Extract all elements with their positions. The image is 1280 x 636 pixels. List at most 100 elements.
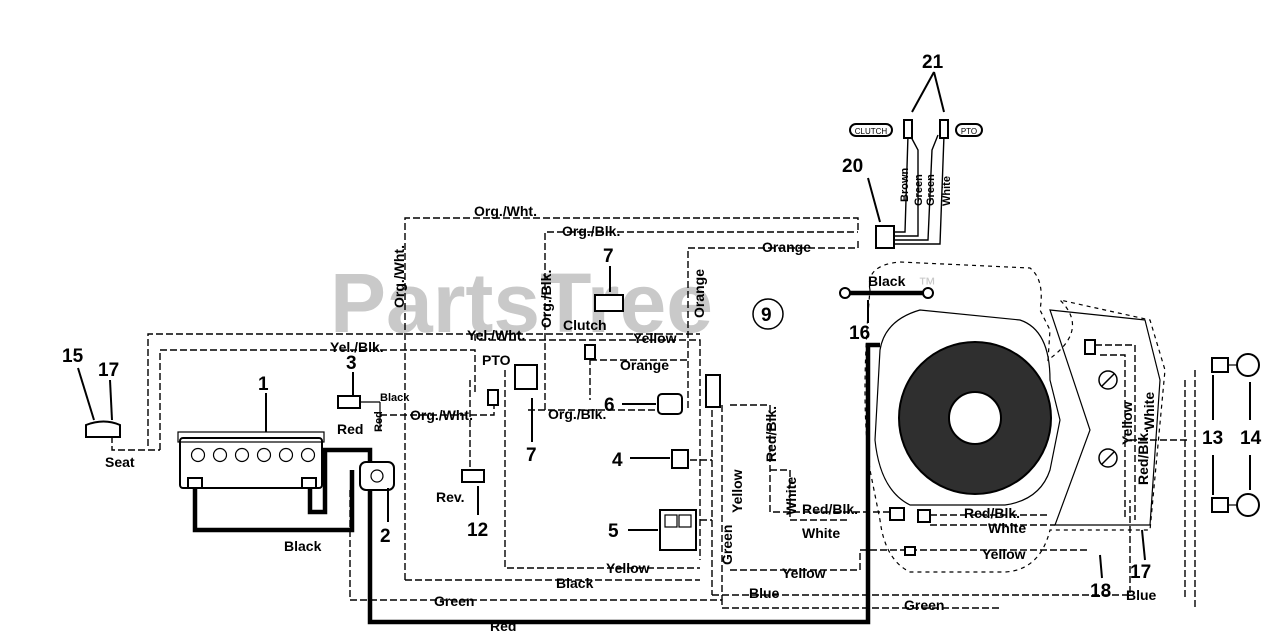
wire-org-wht: [404, 217, 859, 580]
wire-org-blk: [544, 231, 858, 410]
label-black-bottom: Black: [556, 575, 594, 591]
callout-12: 12: [467, 520, 488, 541]
callout-4: 4: [612, 450, 623, 471]
label-red-3: Red: [373, 411, 385, 432]
callout-17-engine: 17: [1130, 562, 1151, 583]
wire-white-20: [895, 134, 945, 245]
callout-numbers: 1 2 3 4 5 6 7 7 9 12 13 14 15 17 16 17 1…: [62, 52, 1262, 602]
callout-21: 21: [922, 52, 944, 73]
label-clutch: Clutch: [563, 317, 607, 333]
pto-bulb: [939, 119, 949, 139]
callout-5: 5: [608, 521, 619, 542]
wire-orange: [687, 240, 859, 408]
label-black-batt: Black: [284, 538, 322, 554]
wire-engine-b: [1100, 354, 1126, 520]
wire-green-a: [895, 134, 919, 237]
label-yel-blk: Yel./Blk.: [330, 339, 384, 355]
label-orange-mid: Orange: [620, 357, 669, 373]
label-white-engine: White: [1141, 392, 1157, 430]
label-red-blk-vert: Red/Blk.: [763, 406, 779, 462]
wire-yellow-engine: [730, 549, 1090, 571]
label-red-blk-mid: Red/Blk.: [802, 501, 858, 517]
label-green-bottom-right: Green: [904, 597, 944, 613]
label-yel-wht: Yel./Wht.: [467, 327, 525, 343]
callout-16: 16: [849, 323, 870, 344]
ground-terminal-a: [839, 287, 851, 299]
label-yellow-bottom-right: Yellow: [982, 546, 1026, 562]
label-red-blk-right: Red/Blk.: [964, 505, 1020, 521]
callout-20: 20: [842, 156, 863, 177]
headlights: [1211, 353, 1260, 517]
cable-black: [192, 470, 355, 533]
wire-labels: Org./Wht. Org./Blk. Orange Org./Wht. Org…: [284, 168, 1157, 635]
label-seat: Seat: [105, 454, 135, 470]
wire-harness: [111, 134, 1196, 610]
ignition-plug: [705, 374, 721, 408]
callout-6: 6: [604, 395, 615, 416]
label-yellow-vert: Yellow: [729, 469, 745, 513]
cable-red-batt: [307, 447, 373, 515]
callout-arrows: [77, 71, 1251, 579]
clutch-bulb: [903, 119, 913, 139]
label-black-3: Black: [380, 392, 410, 404]
label-org-blk-top: Org./Blk.: [562, 223, 620, 239]
wire-green-b: [895, 134, 939, 241]
clutch-connector: [584, 344, 596, 360]
callout-13: 13: [1202, 428, 1223, 449]
label-orange-vert: Orange: [691, 269, 707, 318]
label-yellow-top: Yellow: [633, 330, 677, 346]
connector-20: [875, 225, 895, 249]
label-red-batt: Red: [337, 421, 363, 437]
wire-green: [349, 490, 1000, 609]
wire-engine-a: [1095, 344, 1136, 520]
connector-block: [659, 509, 697, 551]
label-brown: Brown: [899, 168, 911, 203]
callout-7-clutch: 7: [603, 246, 614, 267]
wire-brown: [895, 134, 909, 233]
clutch-label-tag: [849, 123, 893, 137]
callout-15: 15: [62, 346, 84, 367]
label-green-bottom: Green: [434, 593, 474, 609]
label-green-20b: Green: [925, 174, 937, 206]
label-yellow-bottom: Yellow: [606, 560, 650, 576]
wire-blue: [712, 500, 1131, 596]
wire-org-wht-mid: [380, 405, 495, 416]
engine: [864, 261, 1166, 573]
label-red-blk-engine: Red/Blk.: [1135, 429, 1151, 485]
callout-18: 18: [1090, 581, 1111, 602]
label-org-wht-top: Org./Wht.: [474, 203, 537, 219]
label-red-bottom: Red: [490, 618, 516, 634]
label-org-wht-vert: Org./Wht.: [391, 245, 407, 308]
label-orange-top: Orange: [762, 239, 811, 255]
wire-yel-blk: [159, 349, 476, 450]
callout-1: 1: [258, 374, 269, 395]
callout-2: 2: [380, 526, 391, 547]
label-white-20: White: [941, 176, 953, 206]
clutch-tag-text: CLUTCH: [855, 127, 888, 136]
cable-red-main: [367, 342, 880, 625]
pto-label-tag: [955, 123, 983, 137]
callout-3: 3: [346, 353, 357, 374]
pto-tag-text: PTO: [961, 127, 977, 136]
label-black-16: Black: [868, 273, 906, 289]
heavy-cables: [192, 290, 928, 625]
callout-7-pto: 7: [526, 445, 537, 466]
wire-white: [770, 469, 850, 521]
label-white-vert: White: [783, 477, 799, 515]
wire-yel-wht: [147, 333, 700, 446]
pto-connector: [487, 389, 499, 406]
pto-switch: [514, 364, 538, 390]
label-org-wht-mid: Org./Wht.: [410, 407, 473, 423]
wire-yellow-bottom: [504, 370, 700, 569]
solenoid: [359, 461, 395, 491]
label-white-mid: White: [802, 525, 840, 541]
clutch-switch: [594, 294, 624, 312]
label-white-right: White: [988, 520, 1026, 536]
wire-seat: [111, 436, 160, 451]
label-yellow-engine: Yellow: [1119, 401, 1135, 445]
reverse-switch: [461, 469, 485, 483]
battery: [177, 431, 325, 489]
wire-red-blk: [730, 404, 890, 513]
label-green-20: Green: [913, 174, 925, 206]
light-switch: [671, 449, 689, 469]
